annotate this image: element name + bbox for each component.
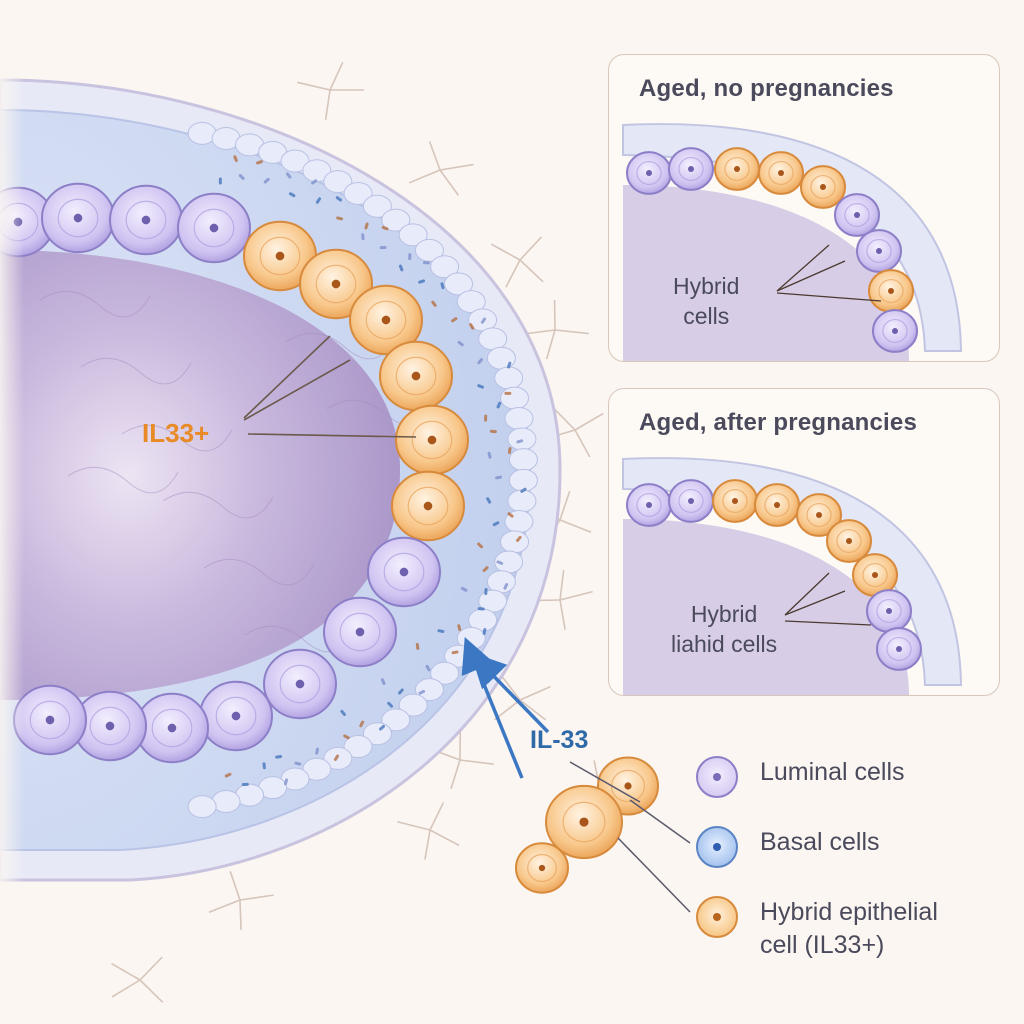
hybrid-cell bbox=[395, 404, 469, 476]
basal-cell bbox=[414, 678, 444, 702]
inset-aged-after-pregnancies: Aged, after pregnancies Hybrid liahid ce… bbox=[608, 388, 1000, 696]
basal-cell bbox=[323, 170, 353, 194]
inset-cells bbox=[626, 479, 922, 671]
il33-positive-label: IL33+ bbox=[142, 418, 210, 448]
hybrid-cell bbox=[714, 147, 760, 191]
luminal-cell bbox=[323, 596, 397, 668]
luminal-cell bbox=[866, 589, 912, 633]
inset-title: Aged, after pregnancies bbox=[639, 409, 918, 436]
legend-connector-lines bbox=[569, 761, 691, 913]
hybrid-cell bbox=[754, 483, 800, 527]
basal-cell bbox=[508, 468, 538, 492]
basal-cell bbox=[398, 693, 428, 717]
basal-cell bbox=[486, 570, 516, 594]
luminal-cell bbox=[626, 151, 672, 195]
basal-cell bbox=[500, 386, 530, 410]
basal-cell bbox=[302, 757, 332, 781]
il33-signal-arrows bbox=[461, 637, 550, 779]
secreting-hybrid-cells bbox=[515, 756, 659, 894]
legend-label: Hybrid epithelial cell (IL33+) bbox=[760, 898, 938, 959]
basal-cell bbox=[507, 489, 537, 513]
legend-item-basal: Basal cells bbox=[696, 826, 880, 868]
legend-item-luminal: Luminal cells bbox=[696, 756, 905, 798]
luminal-cell bbox=[263, 648, 337, 720]
hybrid-cell-icon bbox=[696, 896, 738, 938]
hybrid-cell bbox=[796, 493, 842, 537]
basal-cell bbox=[362, 722, 392, 746]
hybrid-cell bbox=[826, 519, 872, 563]
luminal-cell bbox=[626, 483, 672, 527]
hybrid-cell bbox=[349, 284, 423, 356]
luminal-cell bbox=[668, 147, 714, 191]
basal-cell bbox=[343, 735, 373, 759]
hybrid-cell bbox=[800, 165, 846, 209]
hybrid-cell bbox=[758, 151, 804, 195]
hybrid-cells-label: Hybrid cells bbox=[673, 273, 740, 329]
luminal-cell-icon bbox=[696, 756, 738, 798]
luminal-cell bbox=[872, 309, 918, 353]
basal-cell bbox=[444, 272, 474, 296]
inset-lumen bbox=[623, 519, 909, 695]
hybrid-cell bbox=[243, 220, 317, 292]
luminal-cell bbox=[834, 193, 880, 237]
basal-cell bbox=[323, 746, 353, 770]
basal-cell bbox=[456, 290, 486, 314]
basal-cell bbox=[381, 208, 411, 232]
inset-lumen bbox=[623, 185, 909, 361]
basal-cell bbox=[500, 530, 530, 554]
basal-cell bbox=[430, 661, 460, 685]
legend-label: Basal cells bbox=[760, 828, 880, 856]
inset-aged-no-pregnancies: Aged, no pregnancies Hybrid cells bbox=[608, 54, 1000, 362]
luminal-cell bbox=[367, 536, 441, 608]
hybrid-cell bbox=[712, 479, 758, 523]
luminal-cell bbox=[876, 627, 922, 671]
inset-title: Aged, no pregnancies bbox=[639, 75, 894, 102]
hybrid-cells-label: Hybrid liahid cells bbox=[671, 601, 778, 657]
hybrid-cell bbox=[868, 269, 914, 313]
basal-cell bbox=[486, 346, 516, 370]
basal-cell bbox=[507, 427, 537, 451]
basal-cell bbox=[478, 327, 508, 351]
inset-pointer-lines bbox=[784, 572, 872, 626]
basal-cell bbox=[381, 708, 411, 732]
basal-cell bbox=[494, 366, 524, 390]
luminal-cell bbox=[199, 680, 273, 752]
inset-cells bbox=[626, 147, 918, 353]
basal-cell bbox=[504, 406, 534, 430]
legend-label: Luminal cells bbox=[760, 758, 905, 786]
basal-cell bbox=[398, 223, 428, 247]
hybrid-cell bbox=[299, 248, 373, 320]
legend-item-hybrid: Hybrid epithelial cell (IL33+) bbox=[696, 896, 938, 962]
cell-debris-specks bbox=[218, 155, 527, 787]
inset-duct-diagram bbox=[622, 123, 963, 361]
hybrid-cell bbox=[515, 842, 569, 894]
basal-cell-layer bbox=[187, 121, 538, 819]
hybrid-cell bbox=[391, 470, 465, 542]
inset-pointer-lines bbox=[776, 244, 882, 302]
il33-pointer-lines bbox=[243, 335, 417, 438]
luminal-cell bbox=[668, 479, 714, 523]
inset-duct-diagram bbox=[622, 457, 963, 695]
il33-signal-label: IL-33 bbox=[530, 726, 589, 754]
hybrid-cell bbox=[545, 784, 623, 860]
basal-cell bbox=[508, 448, 538, 472]
basal-cell bbox=[430, 255, 460, 279]
basal-cell bbox=[280, 149, 310, 173]
basal-cell bbox=[362, 194, 392, 218]
basal-cell-icon bbox=[696, 826, 738, 868]
hybrid-cell bbox=[379, 340, 453, 412]
basal-cell bbox=[414, 238, 444, 262]
luminal-cell bbox=[856, 229, 902, 273]
basal-cell bbox=[343, 181, 373, 205]
